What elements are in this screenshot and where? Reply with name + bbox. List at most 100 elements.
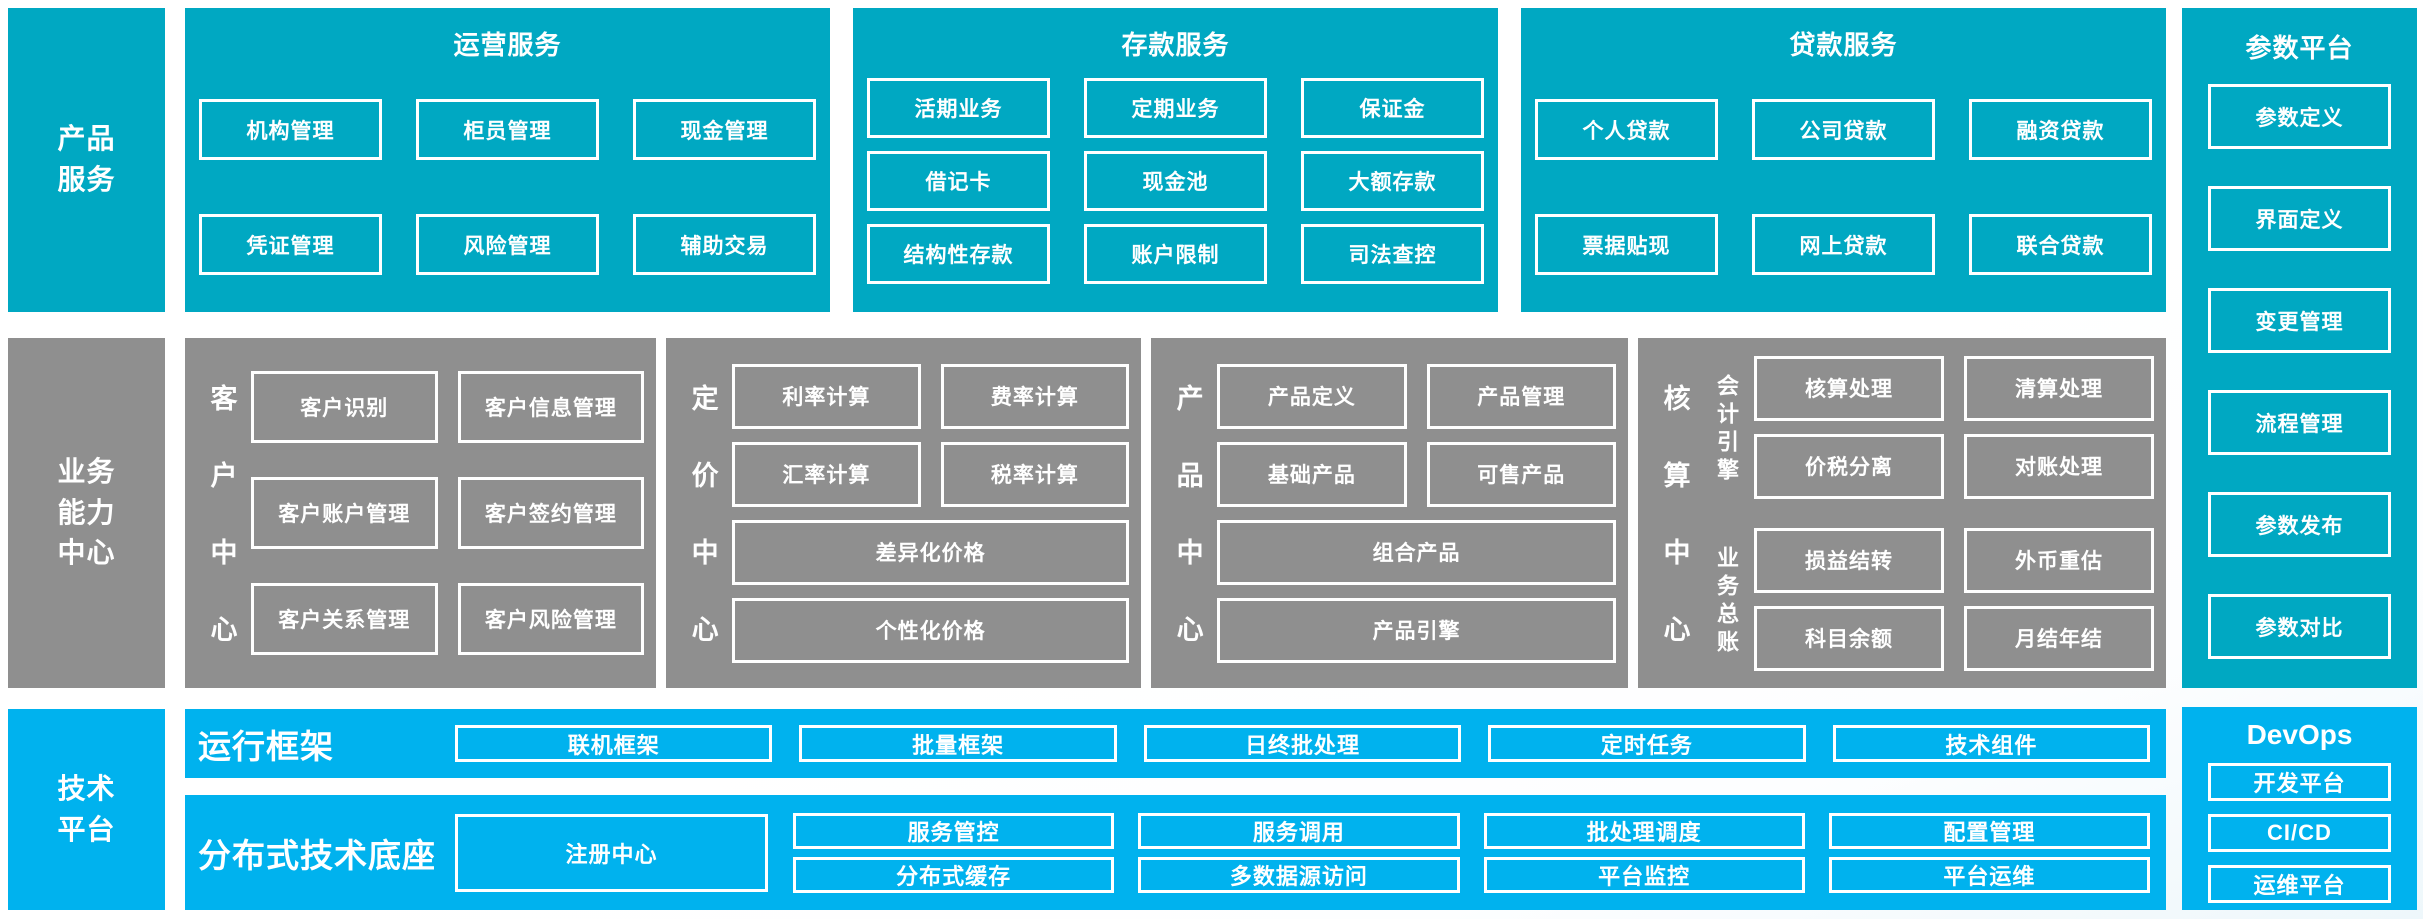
- product-items-grid: 产品定义 产品管理 基础产品 可售产品 组合产品 产品引擎: [1217, 338, 1617, 688]
- business-ledger-item: 月结年结: [1964, 605, 2155, 671]
- loan-services-title: 贷款服务: [1789, 30, 1898, 60]
- side-platform-column: 参数平台 参数定义 界面定义 变更管理 流程管理 参数发布 参数对比 DevOp…: [2182, 8, 2417, 910]
- accounting-engine-item: 对账处理: [1964, 433, 2155, 499]
- customer-item: 客户关系管理: [251, 583, 438, 655]
- row-label-product-services: 产品 服务: [8, 8, 165, 312]
- accounting-engine-item: 核算处理: [1754, 355, 1945, 421]
- distributed-item: 批处理调度: [1483, 812, 1805, 849]
- pricing-item-wide: 差异化价格: [732, 519, 1130, 585]
- parameter-item: 参数定义: [2208, 84, 2391, 149]
- product-item: 基础产品: [1217, 441, 1407, 507]
- loan-item: 融资贷款: [1969, 99, 2152, 160]
- deposit-item: 结构性存款: [867, 224, 1050, 284]
- operations-item: 机构管理: [199, 99, 382, 160]
- runtime-item: 定时任务: [1488, 725, 1806, 762]
- devops-item: 运维平台: [2208, 865, 2391, 903]
- registry-center-box: 注册中心: [455, 813, 768, 892]
- distributed-item: 服务调用: [1138, 812, 1460, 849]
- panel-parameter-platform: 参数平台 参数定义 界面定义 变更管理 流程管理 参数发布 参数对比: [2182, 8, 2417, 688]
- loan-item: 公司贷款: [1752, 99, 1935, 160]
- deposit-item: 活期业务: [867, 78, 1050, 138]
- product-item: 产品定义: [1217, 363, 1407, 429]
- customer-center-vertical-label: 客户中心: [206, 384, 237, 692]
- distributed-item: 平台运维: [1828, 856, 2150, 893]
- runtime-item: 联机框架: [455, 725, 773, 762]
- business-ledger-item: 损益结转: [1754, 527, 1945, 593]
- deposit-item: 保证金: [1301, 78, 1484, 138]
- main-content-column: 运营服务 机构管理 柜员管理 现金管理 凭证管理 风险管理 辅助交易 存款服务 …: [185, 8, 2167, 910]
- business-ledger-grid: 损益结转 外币重估 科目余额 月结年结: [1754, 527, 2155, 671]
- accounting-engine-grid: 核算处理 清算处理 价税分离 对账处理: [1754, 355, 2155, 499]
- accounting-engine-vertical-label: 会计引擎: [1714, 374, 1740, 486]
- panel-product-center: 产品中心 产品定义 产品管理 基础产品 可售产品 组合产品 产品引擎: [1151, 338, 1629, 692]
- loan-item: 票据贴现: [1535, 214, 1718, 275]
- parameter-item: 界面定义: [2208, 186, 2391, 251]
- distributed-item: 配置管理: [1828, 812, 2150, 849]
- product-item-wide: 产品引擎: [1217, 597, 1617, 663]
- operations-items-grid: 机构管理 柜员管理 现金管理 凭证管理 风险管理 辅助交易: [185, 99, 830, 275]
- panel-operations-services: 运营服务 机构管理 柜员管理 现金管理 凭证管理 风险管理 辅助交易: [185, 8, 830, 312]
- parameter-item: 参数发布: [2208, 492, 2391, 557]
- devops-item: CI/CD: [2208, 814, 2391, 852]
- loan-item: 网上贷款: [1752, 214, 1935, 275]
- deposit-item: 账户限制: [1084, 224, 1267, 284]
- pricing-item: 费率计算: [940, 363, 1130, 429]
- deposit-item: 大额存款: [1301, 151, 1484, 211]
- accounting-groups: 会计引擎 核算处理 清算处理 价税分离 对账处理 业务总账 损益结转 外币重估: [1704, 338, 2155, 688]
- deposit-item: 借记卡: [867, 151, 1050, 211]
- panel-distributed-base: 分布式技术底座 注册中心 服务管控 服务调用 批处理调度 配置管理 分布式缓存 …: [185, 795, 2166, 910]
- panel-devops: DevOps 开发平台 CI/CD 运维平台: [2182, 707, 2417, 910]
- customer-item: 客户识别: [251, 371, 438, 443]
- operations-services-title: 运营服务: [453, 30, 562, 60]
- operations-item: 风险管理: [416, 214, 599, 275]
- loan-item: 个人贷款: [1535, 99, 1718, 160]
- panel-pricing-center: 定价中心 利率计算 费率计算 汇率计算 税率计算 差异化价格 个性化价格: [666, 338, 1142, 692]
- accounting-center-vertical-label: 核算中心: [1659, 384, 1690, 692]
- product-center-vertical-label: 产品中心: [1172, 384, 1203, 692]
- runtime-items-row: 联机框架 批量框架 日终批处理 定时任务 技术组件: [455, 725, 2151, 762]
- panel-customer-center: 客户中心 客户识别 客户信息管理 客户账户管理 客户签约管理 客户关系管理 客户…: [185, 338, 657, 692]
- devops-title: DevOps: [2246, 719, 2353, 750]
- parameter-item: 变更管理: [2208, 288, 2391, 353]
- deposit-services-title: 存款服务: [1121, 30, 1230, 60]
- distributed-item: 平台监控: [1483, 856, 1805, 893]
- product-item: 可售产品: [1426, 441, 1617, 507]
- accounting-engine-group: 会计引擎 核算处理 清算处理 价税分离 对账处理: [1704, 355, 2155, 499]
- panel-deposit-services: 存款服务 活期业务 定期业务 保证金 借记卡 现金池 大额存款 结构性存款 账户…: [853, 8, 1498, 312]
- distributed-item: 分布式缓存: [793, 856, 1115, 893]
- runtime-item: 技术组件: [1832, 725, 2151, 762]
- row-label-technology-platform: 技术 平台: [8, 709, 165, 910]
- business-ledger-vertical-label: 业务总账: [1714, 546, 1740, 658]
- row-label-column: 产品 服务 业务 能力 中心 技术 平台: [8, 8, 165, 910]
- product-item-wide: 组合产品: [1217, 519, 1617, 585]
- customer-item: 客户签约管理: [457, 477, 645, 549]
- parameter-item: 参数对比: [2208, 594, 2391, 659]
- business-ledger-item: 科目余额: [1754, 605, 1945, 671]
- customer-item: 客户信息管理: [457, 371, 645, 443]
- operations-item: 现金管理: [633, 99, 816, 160]
- runtime-framework-label: 运行框架: [198, 727, 334, 765]
- devops-items-list: 开发平台 CI/CD 运维平台: [2208, 763, 2391, 903]
- parameter-platform-title: 参数平台: [2245, 33, 2354, 63]
- business-ledger-item: 外币重估: [1964, 527, 2155, 593]
- distributed-items-grid: 服务管控 服务调用 批处理调度 配置管理 分布式缓存 多数据源访问 平台监控 平…: [793, 812, 2150, 893]
- panel-accounting-center: 核算中心 会计引擎 核算处理 清算处理 价税分离 对账处理 业务总账: [1638, 338, 2167, 692]
- technology-platform-band: 运行框架 联机框架 批量框架 日终批处理 定时任务 技术组件 分布式技术底座 注…: [185, 709, 2166, 910]
- distributed-item: 多数据源访问: [1138, 856, 1460, 893]
- parameter-items-list: 参数定义 界面定义 变更管理 流程管理 参数发布 参数对比: [2208, 84, 2391, 659]
- operations-item: 凭证管理: [199, 214, 382, 275]
- loan-items-grid: 个人贷款 公司贷款 融资贷款 票据贴现 网上贷款 联合贷款: [1521, 99, 2166, 275]
- operations-item: 辅助交易: [633, 214, 816, 275]
- distributed-item: 服务管控: [793, 812, 1115, 849]
- business-ledger-group: 业务总账 损益结转 外币重估 科目余额 月结年结: [1704, 527, 2155, 671]
- deposit-item: 现金池: [1084, 151, 1267, 211]
- runtime-item: 批量框架: [799, 725, 1117, 762]
- customer-items-grid: 客户识别 客户信息管理 客户账户管理 客户签约管理 客户关系管理 客户风险管理: [251, 338, 645, 688]
- pricing-center-vertical-label: 定价中心: [687, 384, 718, 692]
- deposit-items-grid: 活期业务 定期业务 保证金 借记卡 现金池 大额存款 结构性存款 账户限制 司法…: [853, 78, 1498, 284]
- devops-item: 开发平台: [2208, 763, 2391, 801]
- deposit-item: 司法查控: [1301, 224, 1484, 284]
- operations-item: 柜员管理: [416, 99, 599, 160]
- panel-runtime-framework: 运行框架 联机框架 批量框架 日终批处理 定时任务 技术组件: [185, 709, 2166, 778]
